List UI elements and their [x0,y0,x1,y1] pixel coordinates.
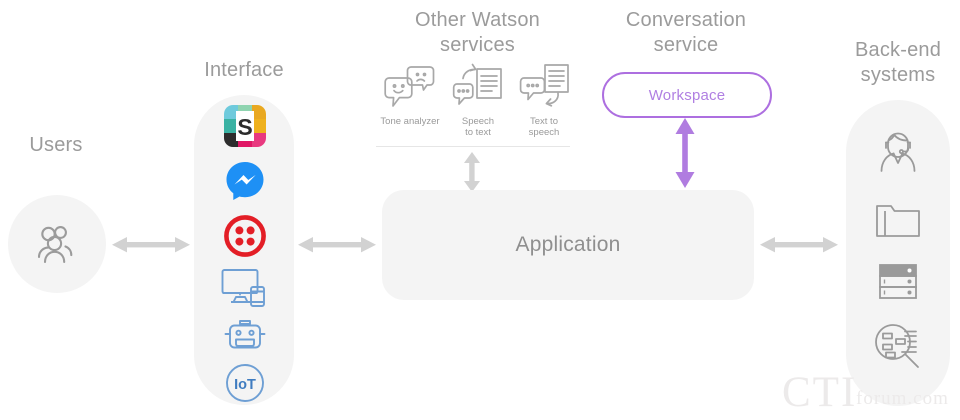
backend-heading-line1: Back-end [854,39,942,61]
svg-text:IoT: IoT [234,377,256,393]
watermark-forum: forum.com [856,388,949,409]
tone-analyzer-icon[interactable] [381,62,439,112]
users-heading: Users [29,134,83,156]
watson-label-text-to-speech-line2: speech [528,127,560,138]
watson-heading-line1: Other Watson [414,9,541,31]
iot-icon[interactable]: IoT [224,362,266,404]
application-node: Application [382,190,754,300]
agent-headset-icon[interactable] [872,126,924,174]
watson-label-speech-to-text-line1: Speech [461,116,495,127]
conversation-heading-line2: service [653,34,719,56]
connector-users-interface [112,230,190,265]
watson-divider [376,146,570,147]
server-icon[interactable] [874,260,922,304]
workspace-label: Workspace [648,86,726,104]
watson-label-tone-analyzer: Tone analyzer [380,116,440,127]
folder-icon[interactable] [874,198,922,240]
watson-label-speech-to-text-line2: to text [465,127,491,138]
people-icon [34,224,80,264]
devices-icon[interactable] [220,266,270,310]
watson-label-text-to-speech-line1: Text to [530,116,558,127]
robot-icon[interactable] [222,315,268,355]
conversation-heading-line1: Conversation [625,9,747,31]
text-to-speech-icon[interactable] [518,62,570,112]
svg-text:S: S [237,114,252,140]
analytics-search-icon[interactable] [872,322,924,370]
slack-icon[interactable]: S [224,105,266,147]
connector-watson-application [457,152,487,197]
twilio-icon[interactable] [224,215,266,257]
interface-heading: Interface [204,59,284,81]
backend-column [846,100,950,406]
application-label: Application [515,233,621,256]
connector-interface-application [298,230,376,265]
connector-application-backend [760,230,838,265]
users-node [8,195,106,293]
connector-conversation-application [670,118,700,193]
watermark-cti: CTI [782,369,858,416]
workspace-node[interactable]: Workspace [602,72,772,118]
speech-to-text-icon[interactable] [452,62,504,112]
messenger-icon[interactable] [224,160,266,202]
backend-heading-line2: systems [860,64,936,86]
watson-heading-line2: services [440,34,515,56]
